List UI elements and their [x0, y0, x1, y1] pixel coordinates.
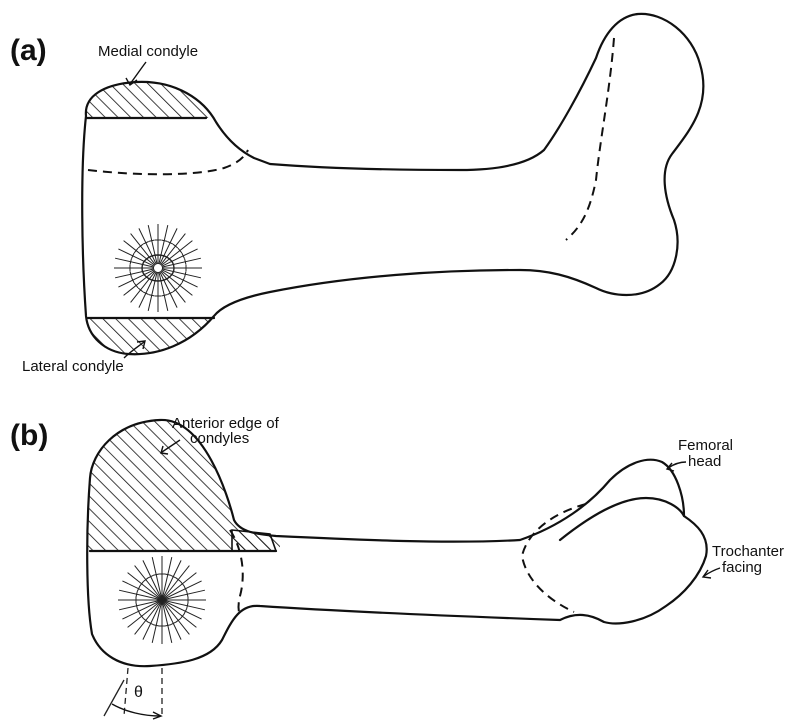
panel-a-tag: (a) [10, 34, 47, 67]
radial-marker-a-ray [139, 272, 156, 308]
radial-marker-b-tick [153, 625, 159, 626]
radial-marker-a-tick [149, 240, 155, 241]
radial-marker-a-tick [130, 271, 131, 277]
medial-condyle-label: Medial condyle [98, 43, 198, 60]
radial-marker-b-tick [165, 625, 171, 626]
radial-marker-b-tick [136, 591, 137, 597]
anterior-edge-label-line2: condyles [190, 430, 249, 447]
trochanter-label-line2: facing [722, 559, 762, 576]
radial-marker-a-ray [159, 272, 168, 311]
radial-marker-a [114, 224, 202, 312]
radial-marker-b-tick [153, 574, 159, 575]
radial-marker-b-tick [136, 603, 137, 609]
medial-condyle-hatch [70, 70, 270, 118]
medial-condyle-arrow [130, 62, 146, 84]
femoral-head-contour [560, 498, 684, 540]
radial-marker-b-tick [165, 574, 171, 575]
radial-marker-a-ray [115, 258, 154, 267]
radial-marker-a-tick [161, 240, 167, 241]
radial-marker-a-ray [160, 272, 177, 308]
radial-marker-a-tick [130, 259, 131, 265]
theta-arc [112, 704, 160, 716]
radial-marker-a-ray [159, 225, 168, 264]
radial-marker-a-tick [161, 295, 167, 296]
lateral-condyle-label: Lateral condyle [22, 358, 124, 375]
radial-marker-a-ray [162, 258, 201, 267]
radial-marker-a-ray [148, 272, 157, 311]
panel-b-tag: (b) [10, 419, 48, 452]
radial-marker-b-tick [187, 603, 188, 609]
trochanter-label-line1: Trochanter [712, 543, 784, 560]
radial-marker-a-tick [185, 259, 186, 265]
radial-marker-b [118, 556, 206, 644]
radial-marker-a-ray [160, 228, 177, 264]
femoral-head-label-line2: head [688, 453, 721, 470]
radial-marker-a-tick [149, 295, 155, 296]
radial-marker-a-tick [185, 271, 186, 277]
radial-marker-a-ray [162, 269, 201, 278]
radial-marker-a-ray [148, 225, 157, 264]
dashed-line-head-b [522, 504, 586, 612]
dashed-line-condyle-a [88, 150, 248, 174]
radial-marker-a-ray [115, 269, 154, 278]
radial-marker-a-ray [139, 228, 156, 264]
radial-marker-b-tick [187, 591, 188, 597]
theta-dashed-line-1 [124, 668, 128, 716]
theta-angle-line [104, 680, 124, 716]
theta-label: θ [134, 684, 143, 701]
femoral-head-label-line1: Femoral [678, 437, 733, 454]
